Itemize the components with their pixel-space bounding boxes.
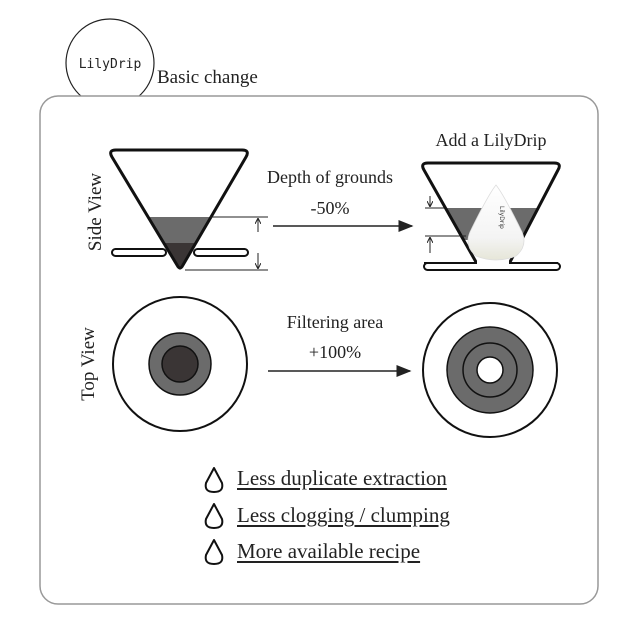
standard-dripper-side bbox=[109, 148, 268, 271]
lilydrip-dripper-side: LilyDrip bbox=[421, 161, 561, 271]
lilydrip-cone bbox=[467, 184, 525, 261]
depth-metric-label: Depth of grounds bbox=[267, 167, 393, 187]
standard-dripper-top bbox=[112, 296, 248, 432]
heading: Basic change bbox=[157, 67, 258, 88]
drop-icon bbox=[204, 503, 224, 529]
side-view-label: Side View bbox=[85, 173, 106, 251]
filter-change-label: +100% bbox=[309, 342, 361, 362]
benefit-item: More available recipe bbox=[202, 539, 420, 564]
benefit-item: Less duplicate extraction bbox=[202, 466, 447, 491]
benefit-text: Less clogging / clumping bbox=[237, 503, 450, 527]
top-view-label: Top View bbox=[78, 327, 99, 401]
lilydrip-dripper-top bbox=[422, 302, 558, 438]
filter-metric-label: Filtering area bbox=[287, 312, 383, 332]
drop-icon bbox=[204, 467, 224, 493]
logo-text: LilyDrip bbox=[79, 57, 142, 72]
benefit-text: Less duplicate extraction bbox=[237, 466, 447, 490]
benefit-item: Less clogging / clumping bbox=[202, 503, 450, 528]
cone-logo-text: LilyDrip bbox=[498, 206, 505, 229]
drop-icon bbox=[204, 539, 224, 565]
add-lilydrip-label: Add a LilyDrip bbox=[436, 130, 547, 150]
benefit-text: More available recipe bbox=[237, 539, 421, 563]
depth-change-label: -50% bbox=[311, 198, 350, 218]
